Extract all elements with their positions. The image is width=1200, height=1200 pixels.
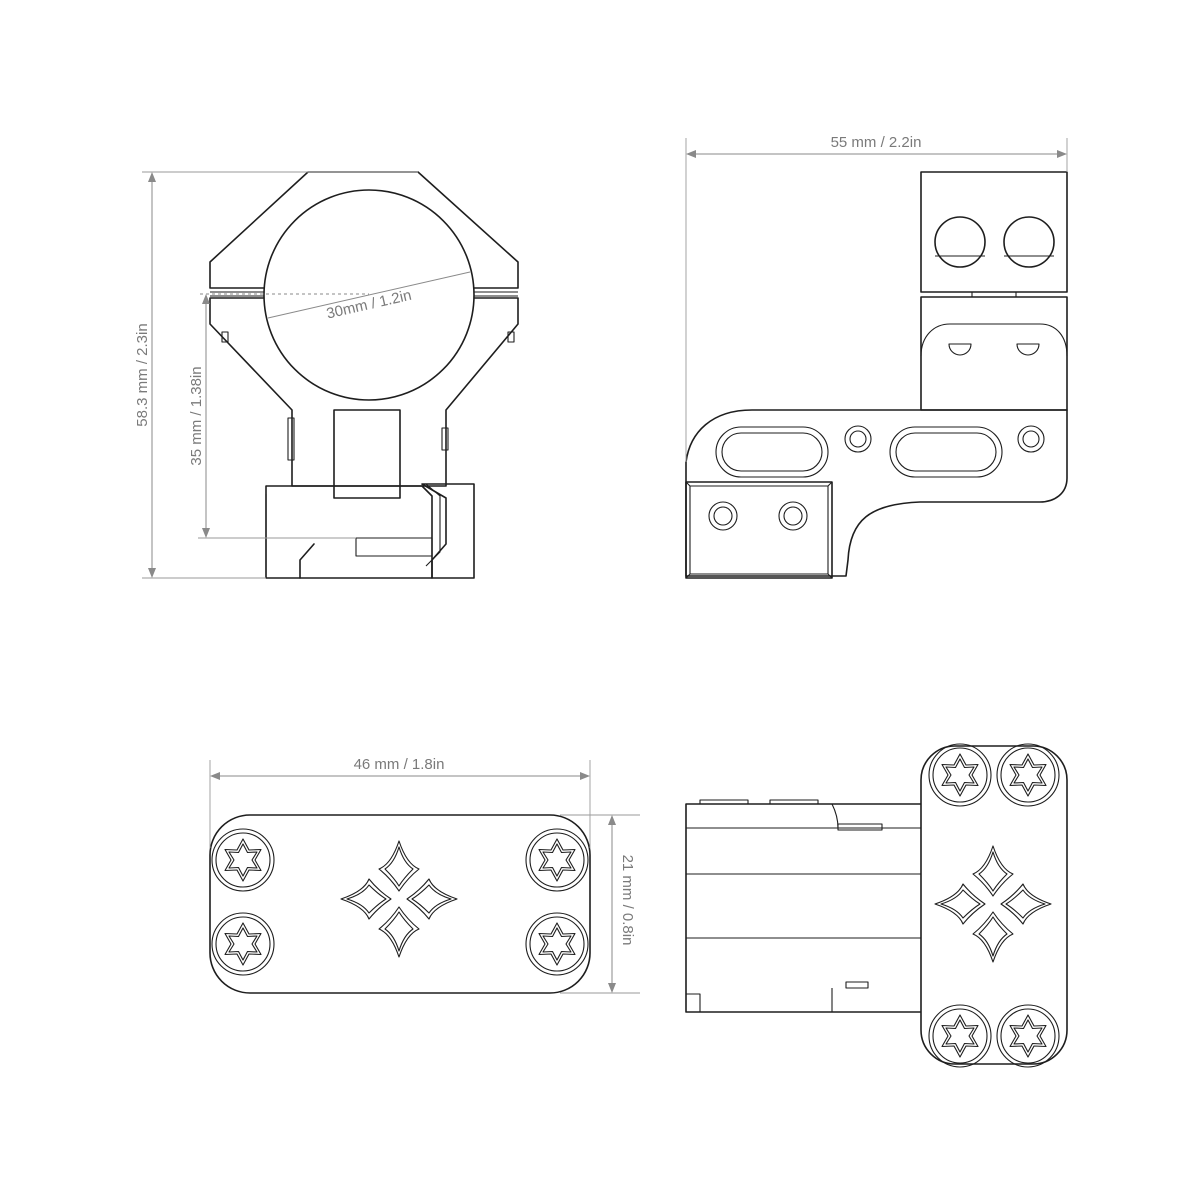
length-label: 55 mm / 2.2in	[831, 134, 922, 151]
top-view	[685, 743, 1068, 1068]
star-logo-icon	[340, 840, 458, 958]
rail-clamp	[265, 485, 433, 579]
torx-screw-icon	[525, 912, 589, 976]
base-width-label: 21 mm / 0.8in	[619, 855, 636, 946]
front-view	[209, 171, 519, 579]
bottom-view	[209, 814, 591, 994]
side-dimensions: 55 mm / 2.2in	[685, 134, 1068, 462]
torx-screw-icon	[211, 912, 275, 976]
torx-screw-icon	[211, 828, 275, 892]
center-height-label: 35 mm / 1.38in	[188, 366, 205, 465]
ring-bottom-body	[209, 297, 519, 487]
side-view	[685, 171, 1068, 579]
cantilever-arm	[685, 409, 1068, 577]
bottom-dimensions: 46 mm / 1.8in 21 mm / 0.8in	[209, 756, 640, 994]
base-length-label: 46 mm / 1.8in	[354, 756, 445, 773]
ring-top-plate	[920, 745, 1068, 1065]
total-height-label: 58.3 mm / 2.3in	[134, 323, 151, 426]
torx-screw-icon	[525, 828, 589, 892]
